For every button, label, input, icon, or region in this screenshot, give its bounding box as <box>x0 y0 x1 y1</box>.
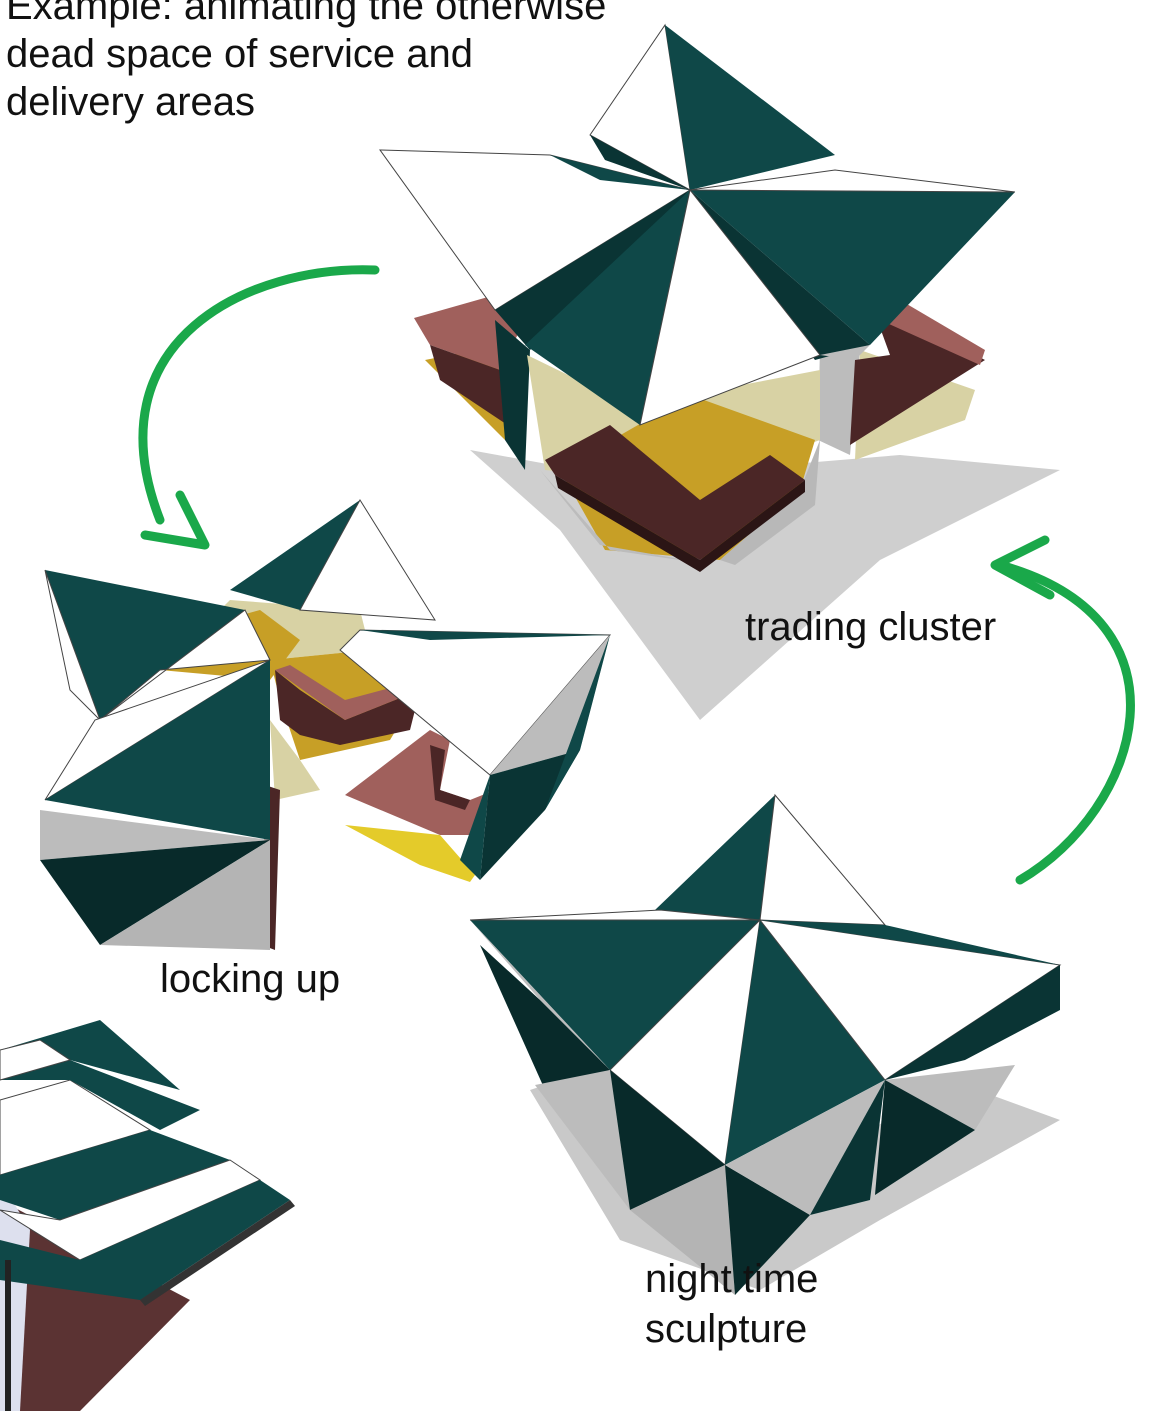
lock-counter-1 <box>275 670 420 745</box>
lock-counter-2 <box>345 730 495 835</box>
stall-stripe-green-top <box>0 1020 180 1090</box>
lock-canopy-right-green <box>360 630 610 640</box>
l-counter-edge <box>555 475 805 572</box>
canopy-front-green <box>525 190 690 425</box>
lock-front-grey <box>40 810 270 860</box>
left-wing-counter-top <box>430 345 515 430</box>
night-front-left-dark <box>610 1070 725 1210</box>
canopy-right-green <box>690 190 1015 345</box>
lock-front-green <box>45 660 270 840</box>
canopy-right-side <box>690 190 870 360</box>
night-left-grey-2 <box>535 1070 630 1210</box>
night-front-left-grey <box>630 1165 735 1295</box>
lock-canopy-top-white <box>299 499 436 621</box>
night-top-white <box>759 793 887 926</box>
arrow-left-head <box>140 490 210 550</box>
night-left-dark <box>480 945 610 1090</box>
night-sculpture-label: night time sculpture <box>645 1255 818 1355</box>
lock-front-grey-2 <box>100 840 270 950</box>
transition-arrows <box>138 265 1135 885</box>
canopy-back-green <box>665 25 835 190</box>
lock-canopy-right-dark <box>480 750 580 880</box>
intro-line-1: Example: animating the otherwise <box>6 0 607 28</box>
arrow-right-curve <box>995 560 1135 885</box>
trading-cluster-label: trading cluster <box>745 605 997 649</box>
lock-floor-yellow <box>345 825 475 882</box>
lock-counter-2-top <box>430 745 470 810</box>
night-label-line-1: night time <box>645 1257 819 1301</box>
lock-front-dark <box>40 840 270 945</box>
night-top-green <box>655 795 775 920</box>
night-sculpture-illustration <box>469 793 1062 1295</box>
central-wall-left <box>495 320 530 470</box>
central-wall-right <box>720 440 820 565</box>
night-front-right-grey <box>725 1080 885 1215</box>
lock-canopy-left-white <box>44 569 101 721</box>
stall-stripe-green-2 <box>0 1130 230 1220</box>
arrow-left-curve <box>138 265 380 525</box>
right-wing-wall <box>818 345 860 455</box>
night-canopy-right-green <box>760 920 1060 965</box>
night-left-grey <box>470 920 610 1070</box>
canopy-front-white <box>639 188 821 426</box>
intro-line-2: dead space of service and <box>6 32 473 76</box>
left-wing-counter <box>414 295 520 370</box>
intro-text: Example: animating the otherwise dead sp… <box>6 0 606 126</box>
night-label-line-2: sculpture <box>645 1307 808 1351</box>
lock-canopy-left-green <box>45 570 245 720</box>
canopy-front-grey <box>820 345 870 360</box>
canopy-left-side <box>495 190 690 350</box>
canopy-right-white <box>689 169 1016 193</box>
lock-canopy-top-green <box>230 500 360 610</box>
night-front-right-dark <box>725 1165 810 1295</box>
stall-stripe-white-2 <box>0 1159 262 1261</box>
right-wing-counter-edge <box>880 300 985 365</box>
night-canopy-left-white <box>469 909 761 921</box>
lock-floor-khaki-2 <box>270 720 320 800</box>
night-right-dark-2 <box>875 1080 975 1195</box>
market-stall-illustration <box>0 1020 295 1411</box>
arrow-right-head <box>990 535 1055 600</box>
night-front-right-green <box>810 1080 885 1215</box>
stall-stripe-white-top <box>0 1039 72 1081</box>
right-wing-counter <box>850 300 985 445</box>
stall-stripe-green-3 <box>0 1180 290 1300</box>
night-canopy-front-green <box>725 920 885 1165</box>
night-canopy-left-green <box>470 920 760 1070</box>
trading-cluster-illustration <box>379 23 1060 720</box>
stall-rail <box>140 1200 295 1306</box>
locking-up-label: locking up <box>160 957 341 1001</box>
night-right-dark <box>885 965 1060 1080</box>
lock-wall-dark <box>460 775 490 880</box>
canopy-back-grey <box>590 135 690 190</box>
canopy-left-green <box>550 155 690 190</box>
intro-line-3: delivery areas <box>6 80 256 124</box>
l-counter <box>545 425 805 560</box>
locking-up-illustration <box>40 499 612 950</box>
lock-counter-1-edge <box>275 665 420 720</box>
stall-stripe-green-1 <box>0 1060 200 1130</box>
